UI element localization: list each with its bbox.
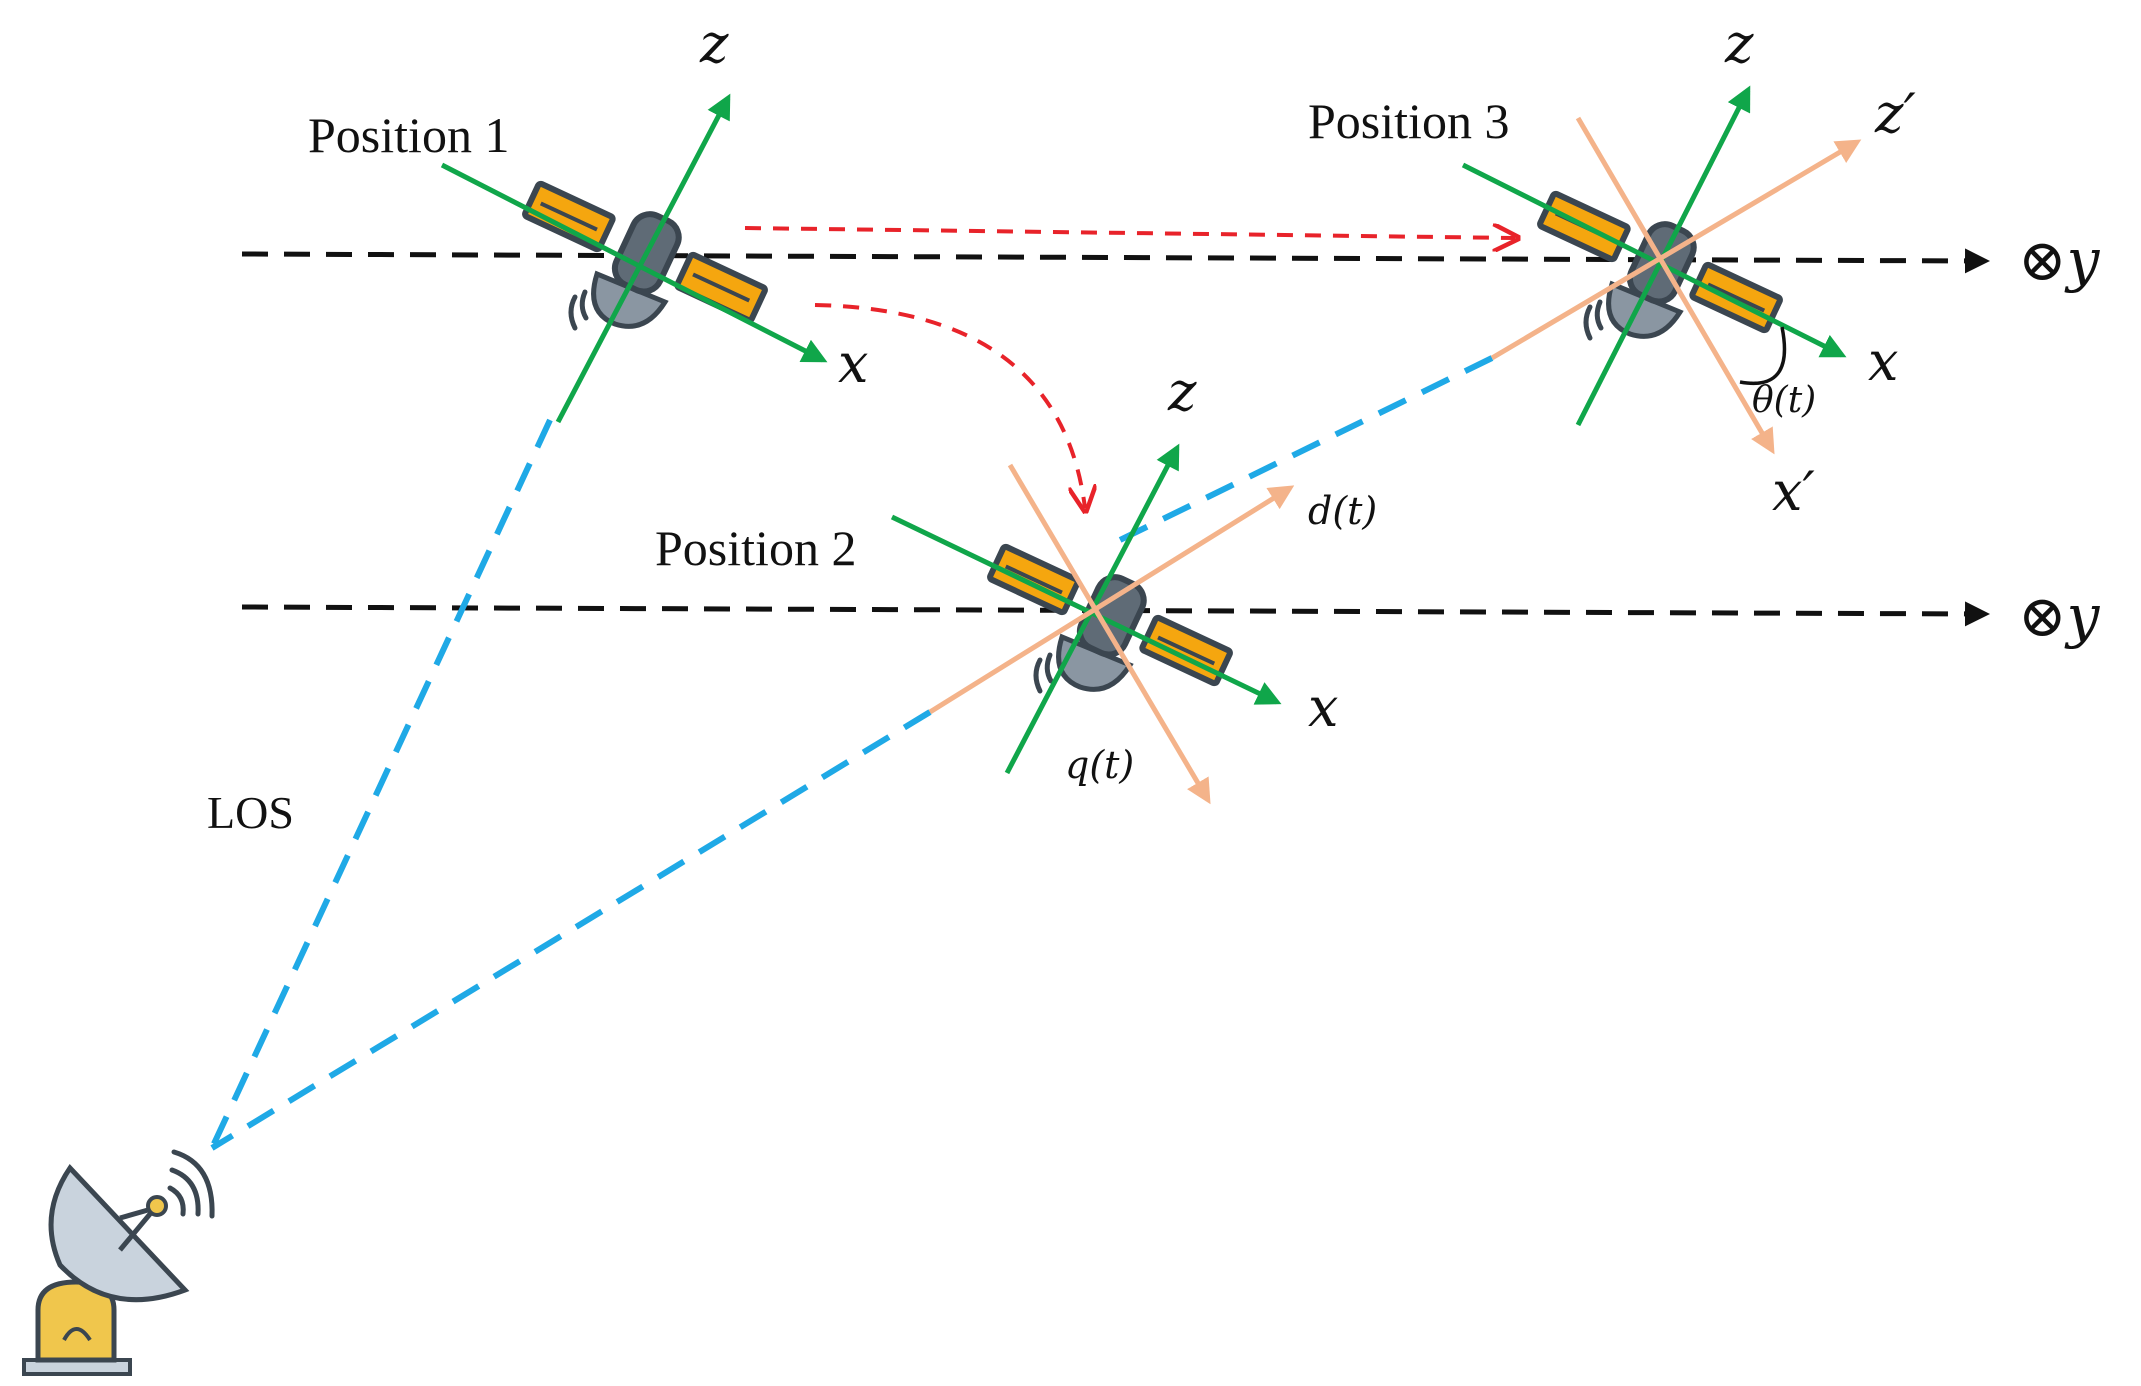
motion-arrow-1-to-2: [814, 303, 1085, 508]
satellite-dish-icon: [22, 1149, 215, 1376]
z-label-2: z: [1167, 360, 1197, 423]
theta-angle-arc: [1739, 326, 1787, 385]
z-axis-arrow-1: [555, 93, 731, 424]
position-1-label: Position 1: [308, 107, 509, 163]
y-axis-label-lower: ⊗y: [2018, 582, 2101, 650]
theta-t-label: θ(t): [1752, 380, 1816, 421]
xprime-axis-arrow-3: [1575, 116, 1775, 455]
satellite-2: [890, 443, 1295, 805]
x-axis-arrow-1: [440, 162, 828, 363]
los-label: LOS: [207, 787, 294, 838]
los-line-3: [1118, 355, 1494, 543]
zprime-label: z′: [1874, 82, 1916, 145]
zprime-axis-arrow-3: [1490, 139, 1862, 361]
motion-arrow-1-to-3: [744, 228, 1515, 238]
satellite-3: [1461, 85, 1862, 455]
y-axis-label-upper: ⊗y: [2018, 226, 2101, 294]
z-label-1: z: [699, 12, 729, 75]
position-3-label: Position 3: [1308, 93, 1509, 149]
q-t-label: q(t): [1065, 743, 1134, 787]
z-label-3: z: [1724, 12, 1754, 75]
x-axis-arrow-2: [890, 514, 1282, 705]
satellite-1: [440, 93, 828, 424]
y-axis-line-lower: [241, 601, 1990, 627]
x-label-1: x: [838, 332, 868, 395]
position-2-label: Position 2: [655, 520, 856, 576]
los-line-2: [210, 709, 932, 1151]
y-axis-line-upper: [241, 248, 1990, 274]
x-label-3: x: [1868, 330, 1898, 393]
satellite-icon: [989, 546, 1231, 691]
x-label-2: x: [1308, 676, 1338, 739]
d-t-label: d(t): [1308, 489, 1377, 533]
x-axis-arrow-3: [1461, 162, 1847, 358]
zprime-axis-arrow-2: [928, 485, 1295, 715]
los-line-1: [209, 418, 553, 1150]
xprime-axis-arrow-2: [1007, 463, 1211, 805]
xprime-label: x′: [1772, 460, 1815, 523]
